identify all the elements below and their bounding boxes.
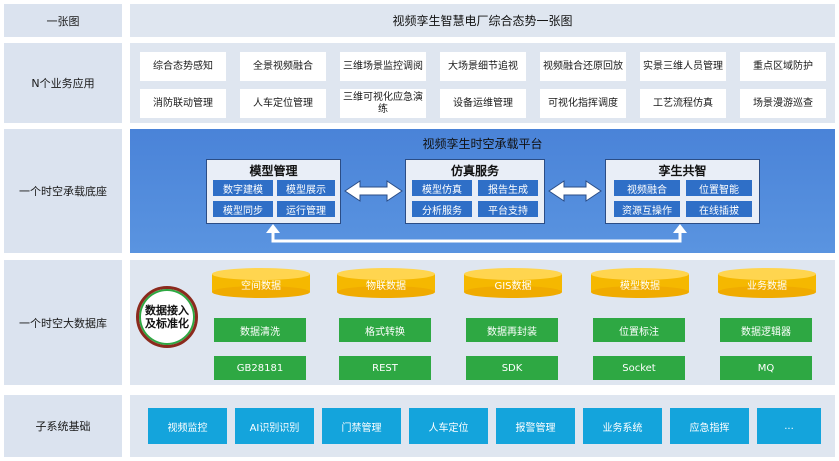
row-label-database: 一个时空大数据库 xyxy=(4,260,122,385)
standardization-circle: 数据接入及标准化 xyxy=(136,286,198,348)
arrow-head-icon xyxy=(673,224,687,233)
data-column: 物联数据 格式转换 REST xyxy=(337,268,435,380)
subsystem-tile[interactable]: ... xyxy=(757,408,821,444)
platform-panel: 视频孪生时空承载平台 模型管理 数字建模 模型展示 模型同步 运行管理 仿真服务… xyxy=(130,129,835,253)
app-tile[interactable]: 可视化指挥调度 xyxy=(540,89,626,118)
data-column: GIS数据 数据再封装 SDK xyxy=(464,268,562,380)
one-map-panel: 视频孪生智慧电厂综合态势一张图 xyxy=(130,4,835,37)
group-cell[interactable]: 视频融合 xyxy=(614,180,680,196)
subsystems-panel: 视频监控 AI识别识别 门禁管理 人车定位 报警管理 业务系统 应急指挥 ... xyxy=(130,395,835,457)
one-map-title: 视频孪生智慧电厂综合态势一张图 xyxy=(392,14,573,28)
app-tile[interactable]: 消防联动管理 xyxy=(140,89,226,118)
app-tile[interactable]: 三维场景监控调阅 xyxy=(340,52,426,81)
platform-arrows xyxy=(266,180,687,243)
protocol-tile[interactable]: Socket xyxy=(593,356,685,380)
group-twin-intelligence: 孪生共智 视频融合 位置智能 资源互操作 在线插拔 xyxy=(605,159,760,224)
double-arrow-icon xyxy=(548,180,602,202)
cylinder-icon[interactable]: 业务数据 xyxy=(718,268,816,298)
data-column: 模型数据 位置标注 Socket xyxy=(591,268,689,380)
apps-grid: 综合态势感知 全景视频融合 三维场景监控调阅 大场景细节追视 视频融合还原回放 … xyxy=(140,52,830,118)
group-simulation-service: 仿真服务 模型仿真 报告生成 分析服务 平台支持 xyxy=(405,159,545,224)
process-tile[interactable]: 数据逻辑器 xyxy=(720,318,812,342)
row-label-text: N个业务应用 xyxy=(31,77,95,90)
cylinder-label: 模型数据 xyxy=(620,281,660,292)
app-tile[interactable]: 大场景细节追视 xyxy=(440,52,526,81)
app-tile[interactable]: 三维可视化应急演练 xyxy=(340,89,426,118)
row-label-subsystems: 子系统基础 xyxy=(4,395,122,457)
app-tile[interactable]: 重点区域防护 xyxy=(740,52,826,81)
subsystem-tile[interactable]: 视频监控 xyxy=(148,408,227,444)
bracket-arrow-icon xyxy=(271,232,682,243)
cylinder-label: GIS数据 xyxy=(494,281,532,292)
group-cell[interactable]: 资源互操作 xyxy=(614,201,680,217)
subsystem-tile[interactable]: 业务系统 xyxy=(583,408,662,444)
group-cell[interactable]: 分析服务 xyxy=(412,201,472,217)
row-label-platform: 一个时空承载底座 xyxy=(4,129,122,253)
cylinder-icon[interactable]: 模型数据 xyxy=(591,268,689,298)
app-tile[interactable]: 实景三维人员管理 xyxy=(640,52,726,81)
cylinder-icon[interactable]: GIS数据 xyxy=(464,268,562,298)
protocol-tile[interactable]: SDK xyxy=(466,356,558,380)
row-label-text: 一张图 xyxy=(46,14,80,28)
app-tile[interactable]: 视频融合还原回放 xyxy=(540,52,626,81)
group-model-management: 模型管理 数字建模 模型展示 模型同步 运行管理 xyxy=(206,159,341,224)
cylinder-label: 业务数据 xyxy=(747,281,787,292)
app-tile[interactable]: 人车定位管理 xyxy=(240,89,326,118)
arrow-head-icon xyxy=(266,224,280,233)
subsystem-tile[interactable]: AI识别识别 xyxy=(235,408,314,444)
group-cell[interactable]: 在线插拔 xyxy=(686,201,752,217)
subsystem-tile[interactable]: 门禁管理 xyxy=(322,408,401,444)
data-column: 空间数据 数据清洗 GB28181 xyxy=(212,268,310,380)
group-cell[interactable]: 数字建模 xyxy=(213,180,273,196)
cylinder-icon[interactable]: 物联数据 xyxy=(337,268,435,298)
group-cell[interactable]: 报告生成 xyxy=(478,180,538,196)
platform-title: 视频孪生时空承载平台 xyxy=(422,137,543,151)
group-cell[interactable]: 运行管理 xyxy=(277,201,335,217)
process-tile[interactable]: 格式转换 xyxy=(339,318,431,342)
cylinder-label: 物联数据 xyxy=(366,281,406,292)
process-tile[interactable]: 数据再封装 xyxy=(466,318,558,342)
process-tile[interactable]: 数据清洗 xyxy=(214,318,306,342)
row-label-text: 一个时空大数据库 xyxy=(19,316,107,330)
protocol-tile[interactable]: REST xyxy=(339,356,431,380)
cylinder-icon[interactable]: 空间数据 xyxy=(212,268,310,298)
cylinder-label: 空间数据 xyxy=(241,281,281,292)
subsystem-tile[interactable]: 人车定位 xyxy=(409,408,488,444)
group-cell[interactable]: 位置智能 xyxy=(686,180,752,196)
app-tile[interactable]: 工艺流程仿真 xyxy=(640,89,726,118)
group-cell[interactable]: 平台支持 xyxy=(478,201,538,217)
app-tile[interactable]: 全景视频融合 xyxy=(240,52,326,81)
row-label-text: 子系统基础 xyxy=(35,420,91,433)
protocol-tile[interactable]: GB28181 xyxy=(214,356,306,380)
double-arrow-icon xyxy=(344,180,403,202)
subsystem-tile[interactable]: 报警管理 xyxy=(496,408,575,444)
database-panel: 数据接入及标准化 空间数据 数据清洗 GB28181 物联数据 格式转换 RES… xyxy=(130,260,835,385)
row-label-text: 一个时空承载底座 xyxy=(19,185,107,198)
group-title: 仿真服务 xyxy=(450,164,499,178)
app-tile[interactable]: 场景漫游巡查 xyxy=(740,89,826,118)
row-label-one-map: 一张图 xyxy=(4,4,122,37)
row-label-apps: N个业务应用 xyxy=(4,43,122,123)
subsystem-tile[interactable]: 应急指挥 xyxy=(670,408,749,444)
data-column: 业务数据 数据逻辑器 MQ xyxy=(718,268,816,380)
apps-panel: 综合态势感知 全景视频融合 三维场景监控调阅 大场景细节追视 视频融合还原回放 … xyxy=(130,43,835,123)
group-cell[interactable]: 模型仿真 xyxy=(412,180,472,196)
circle-label: 数据接入及标准化 xyxy=(145,303,189,330)
group-title: 模型管理 xyxy=(249,164,298,178)
group-title: 孪生共智 xyxy=(658,164,707,178)
group-cell[interactable]: 模型展示 xyxy=(277,180,335,196)
process-tile[interactable]: 位置标注 xyxy=(593,318,685,342)
app-tile[interactable]: 综合态势感知 xyxy=(140,52,226,81)
protocol-tile[interactable]: MQ xyxy=(720,356,812,380)
app-tile[interactable]: 设备运维管理 xyxy=(440,89,526,118)
group-cell[interactable]: 模型同步 xyxy=(213,201,273,217)
